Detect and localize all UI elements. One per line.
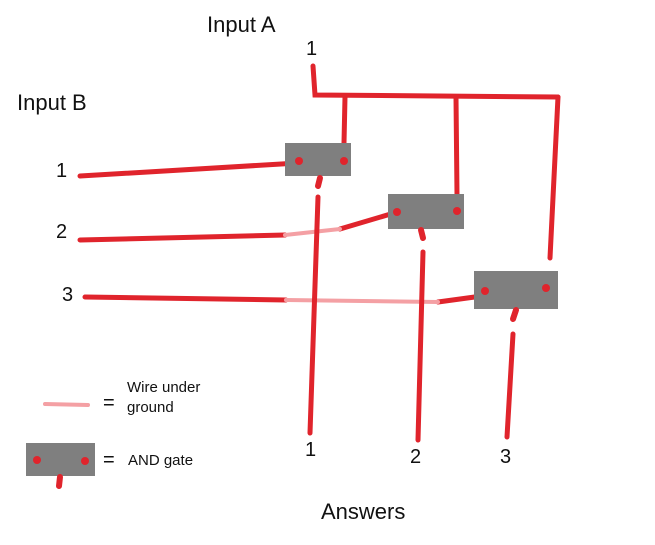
input-b-wire-3-left: [82, 294, 289, 303]
legend-and-gate-label: AND gate: [128, 452, 194, 469]
and-gate-3: [474, 271, 558, 322]
underground-wire-2: [283, 227, 342, 237]
input-b-value-2: 2: [56, 221, 68, 243]
legend-and-gate-swatch: [26, 443, 95, 489]
input-b-wire-2-left: [77, 232, 288, 243]
and-gate-1: [285, 143, 351, 189]
input-a-bus: [310, 63, 561, 261]
input-a-value: 1: [306, 38, 318, 60]
input-b-value-1: 1: [56, 160, 68, 182]
output-wire-2: [415, 249, 426, 443]
answer-value-2: 2: [410, 446, 422, 468]
input-a-drop-2: [453, 94, 460, 198]
input-b-wires: [77, 160, 485, 305]
underground-wire-3: [284, 298, 440, 304]
output-wire-3: [504, 331, 516, 440]
input-b-value-3: 3: [62, 284, 74, 306]
input-a-label: Input A: [207, 12, 276, 37]
legend-underground-wire-swatch: [43, 402, 90, 407]
answer-value-3: 3: [500, 446, 512, 468]
input-b-label: Input B: [17, 90, 87, 115]
input-a-trunk: [310, 63, 561, 100]
input-b-wire-2-right: [337, 210, 397, 232]
legend-equals-2: =: [103, 449, 115, 471]
and-gate-2: [388, 194, 464, 241]
input-b-wire-1: [77, 160, 301, 179]
answer-value-1: 1: [305, 439, 317, 461]
answers-label: Answers: [321, 499, 406, 524]
legend-equals-1: =: [103, 392, 115, 414]
output-wire-1: [307, 194, 321, 436]
legend-underground-wire-label: Wire under ground: [127, 379, 201, 416]
output-wires: [307, 194, 516, 443]
input-a-drop-3: [547, 94, 561, 261]
underground-wires: [283, 227, 440, 304]
input-a-drop-1: [341, 94, 348, 146]
